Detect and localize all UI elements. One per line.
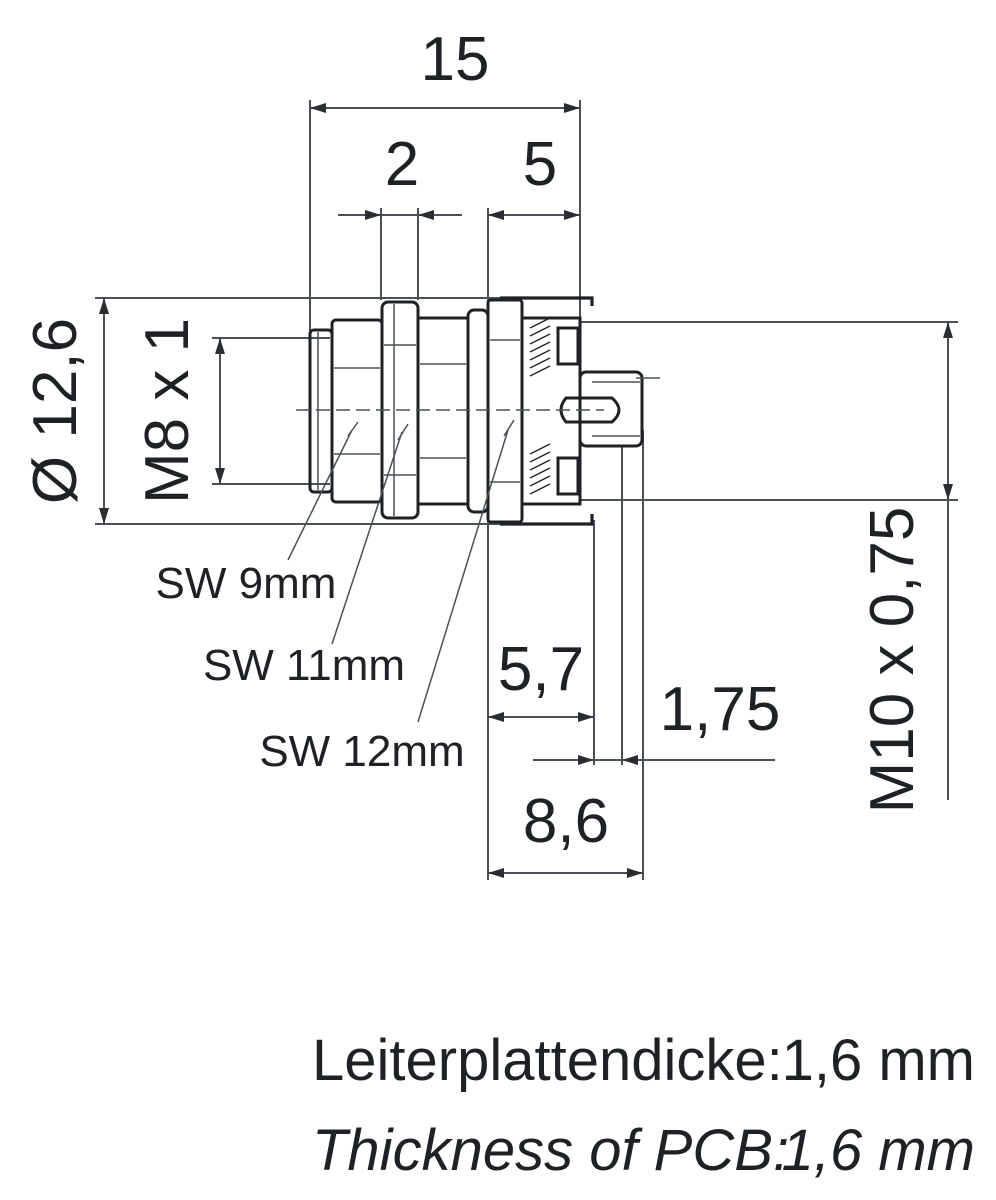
dimension-label-m10: M10 x 0,75 [858,507,927,814]
front-sleeve [308,328,334,494]
dimension-depth-5-7: 5,7 [488,520,595,765]
rear-housing-notch-top [556,326,580,366]
dimension-nut-width: 2 [338,130,462,300]
rear-housing-notch-bottom [556,456,580,496]
dimension-label-5: 5 [523,130,557,199]
wrench-size-label-sw9: SW 9mm [156,559,337,608]
dimension-label-5-7: 5,7 [498,635,584,704]
dimension-pin-offset: 1,75 [533,445,780,765]
leader-lines [287,429,509,723]
pcb-label-english: Thickness of PCB: [312,1118,789,1183]
connector-body [296,296,660,526]
dimension-label-diameter: Ø 12,6 [21,318,90,504]
dimension-overall-length: 15 [309,25,581,490]
dimension-thread-front: M8 x 1 [133,318,330,504]
rear-housing [520,316,582,506]
thread-hatching-top [529,317,551,377]
pcb-value-english: 1,6 mm [782,1118,975,1183]
pcb-value-german: 1,6 mm [782,1028,975,1093]
pcb-label-german: Leiterplattendicke: [312,1028,783,1093]
hex-nut-sw12 [486,298,524,524]
dimension-depth-8-6: 8,6 [488,430,644,880]
dimension-label-m8: M8 x 1 [133,318,202,504]
dimension-label-15: 15 [421,25,490,94]
dimension-label-1-75: 1,75 [660,675,781,744]
dimension-outer-diameter: Ø 12,6 [21,297,520,525]
dimension-label-8-6: 8,6 [523,787,609,856]
contact-pin [559,370,660,448]
wrench-size-label-sw11: SW 11mm [203,641,405,690]
dimension-label-2: 2 [385,130,419,199]
hex-body-sw9 [330,318,384,504]
housing-shaft [416,316,470,506]
flange-ring [466,308,490,514]
pcb-thickness-note: Leiterplattendicke: 1,6 mm Thickness of … [312,1028,975,1183]
dimension-thread-rear: M10 x 0,75 [580,321,958,814]
wrench-size-label-sw12: SW 12mm [259,727,464,776]
thread-hatching-bottom [529,443,551,495]
